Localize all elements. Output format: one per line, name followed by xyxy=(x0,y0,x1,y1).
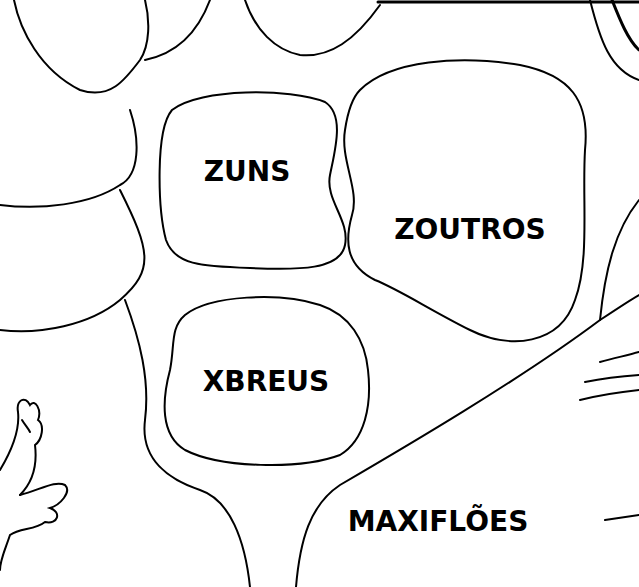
region-border xyxy=(344,60,586,341)
region-border xyxy=(0,110,137,207)
region-border xyxy=(296,320,600,587)
map-region: MAXIFLÕES xyxy=(290,318,639,587)
region-border xyxy=(14,0,148,93)
region-border xyxy=(590,0,639,80)
map-region: ZOUTROS xyxy=(338,52,594,352)
bird-drawing xyxy=(0,484,67,570)
region-name: XBREUS xyxy=(203,367,330,398)
bird-drawing xyxy=(22,420,30,432)
region-name: ZUNS xyxy=(204,157,291,188)
region-border xyxy=(600,295,639,320)
figure-stroke xyxy=(600,352,639,362)
region-border xyxy=(165,297,369,465)
figure-stroke xyxy=(605,515,639,520)
figure-stroke xyxy=(580,390,639,400)
region-border xyxy=(145,0,210,60)
figure-stroke xyxy=(585,375,639,382)
region-border xyxy=(600,200,639,320)
figure-edge xyxy=(612,0,639,50)
region-outline xyxy=(338,52,594,352)
region-border xyxy=(0,190,144,331)
region-border xyxy=(245,0,380,55)
region-border xyxy=(160,92,346,268)
region-border xyxy=(378,1,639,4)
bird-drawing xyxy=(0,400,42,495)
map-region: ZUNS xyxy=(150,84,355,276)
region-name: MAXIFLÕES xyxy=(348,507,529,538)
map-region: XBREUS xyxy=(156,290,374,472)
region-outline xyxy=(290,318,639,587)
region-name: ZOUTROS xyxy=(394,215,545,246)
